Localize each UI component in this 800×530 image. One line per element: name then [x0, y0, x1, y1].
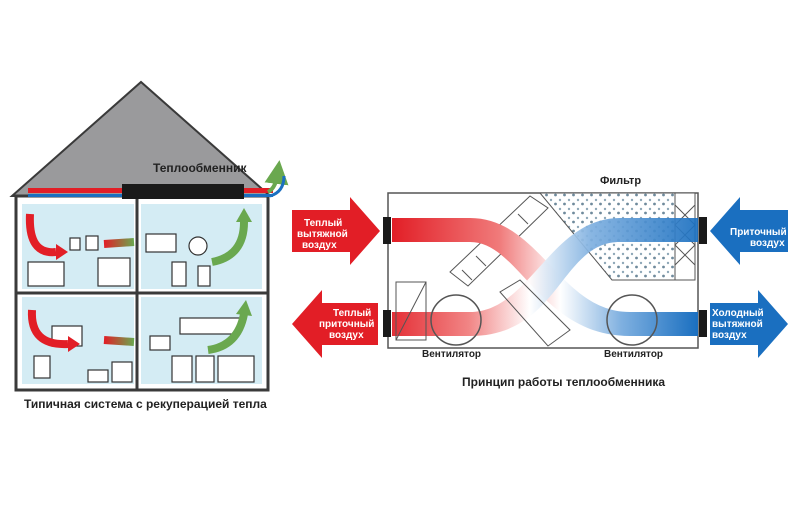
filter-label: Фильтр	[600, 175, 641, 187]
roof-vent-supply	[264, 160, 289, 194]
airflow-arrow-tr	[211, 221, 248, 266]
arrow-warm-supply-line2: приточный	[319, 319, 374, 330]
arrow-warm-exhaust-line3: воздух	[302, 240, 337, 251]
arrow-warm-exhaust-line1: Теплый	[304, 218, 342, 229]
house: Теплообменник Типичная система с рекупер…	[9, 80, 289, 411]
airflow-arrow-bm	[103, 336, 135, 346]
arrow-supply-in: Приточный воздух	[710, 197, 788, 265]
arrow-cold-exhaust: Холодный вытяжной воздух	[710, 290, 788, 358]
arrow-warm-supply: Теплый приточный воздух	[292, 290, 378, 358]
furniture	[27, 233, 255, 383]
port-left-bottom	[383, 310, 391, 337]
airflow-arrow-tl	[25, 213, 57, 257]
fan-left	[430, 294, 482, 346]
core-lower-frame	[499, 279, 571, 347]
airflow-arrow-tm	[103, 238, 135, 248]
port-left-top	[383, 217, 391, 244]
arrow-cold-exhaust-line3: воздух	[712, 330, 747, 341]
left-housing	[395, 281, 427, 341]
house-caption: Типичная система с рекуперацией тепла	[24, 397, 267, 411]
port-right-top	[699, 217, 707, 244]
arrow-supply-in-line1: Приточный	[730, 227, 787, 238]
arrow-supply-in-line2: воздух	[750, 238, 785, 249]
airflow-arrow-br	[207, 313, 248, 354]
arrow-warm-exhaust-line2: вытяжной	[297, 229, 348, 240]
exchanger-core-frame	[449, 195, 549, 287]
heat-exchanger-unit: Фильтр Вентилятор Вентилятор Принцип раб…	[383, 175, 707, 389]
heat-exchanger-box	[122, 184, 244, 199]
unit-caption: Принцип работы теплообменника	[462, 375, 665, 389]
arrow-cold-exhaust-line2: вытяжной	[712, 319, 763, 330]
port-right-bottom	[699, 310, 707, 337]
fan-right-label: Вентилятор	[604, 349, 663, 360]
fan-right	[606, 294, 658, 346]
fan-left-label: Вентилятор	[422, 349, 481, 360]
roof	[9, 80, 273, 197]
arrow-warm-supply-line3: воздух	[329, 330, 364, 341]
airflow-arrow-bl	[27, 309, 69, 349]
arrow-warm-supply-line1: Теплый	[333, 308, 371, 319]
heat-exchanger-label: Теплообменник	[153, 161, 247, 175]
arrow-warm-exhaust: Теплый вытяжной воздух	[292, 197, 380, 265]
arrow-cold-exhaust-line1: Холодный	[712, 308, 764, 319]
cold-to-warm-tube	[392, 218, 698, 336]
roof-vent-exhaust	[269, 175, 286, 198]
